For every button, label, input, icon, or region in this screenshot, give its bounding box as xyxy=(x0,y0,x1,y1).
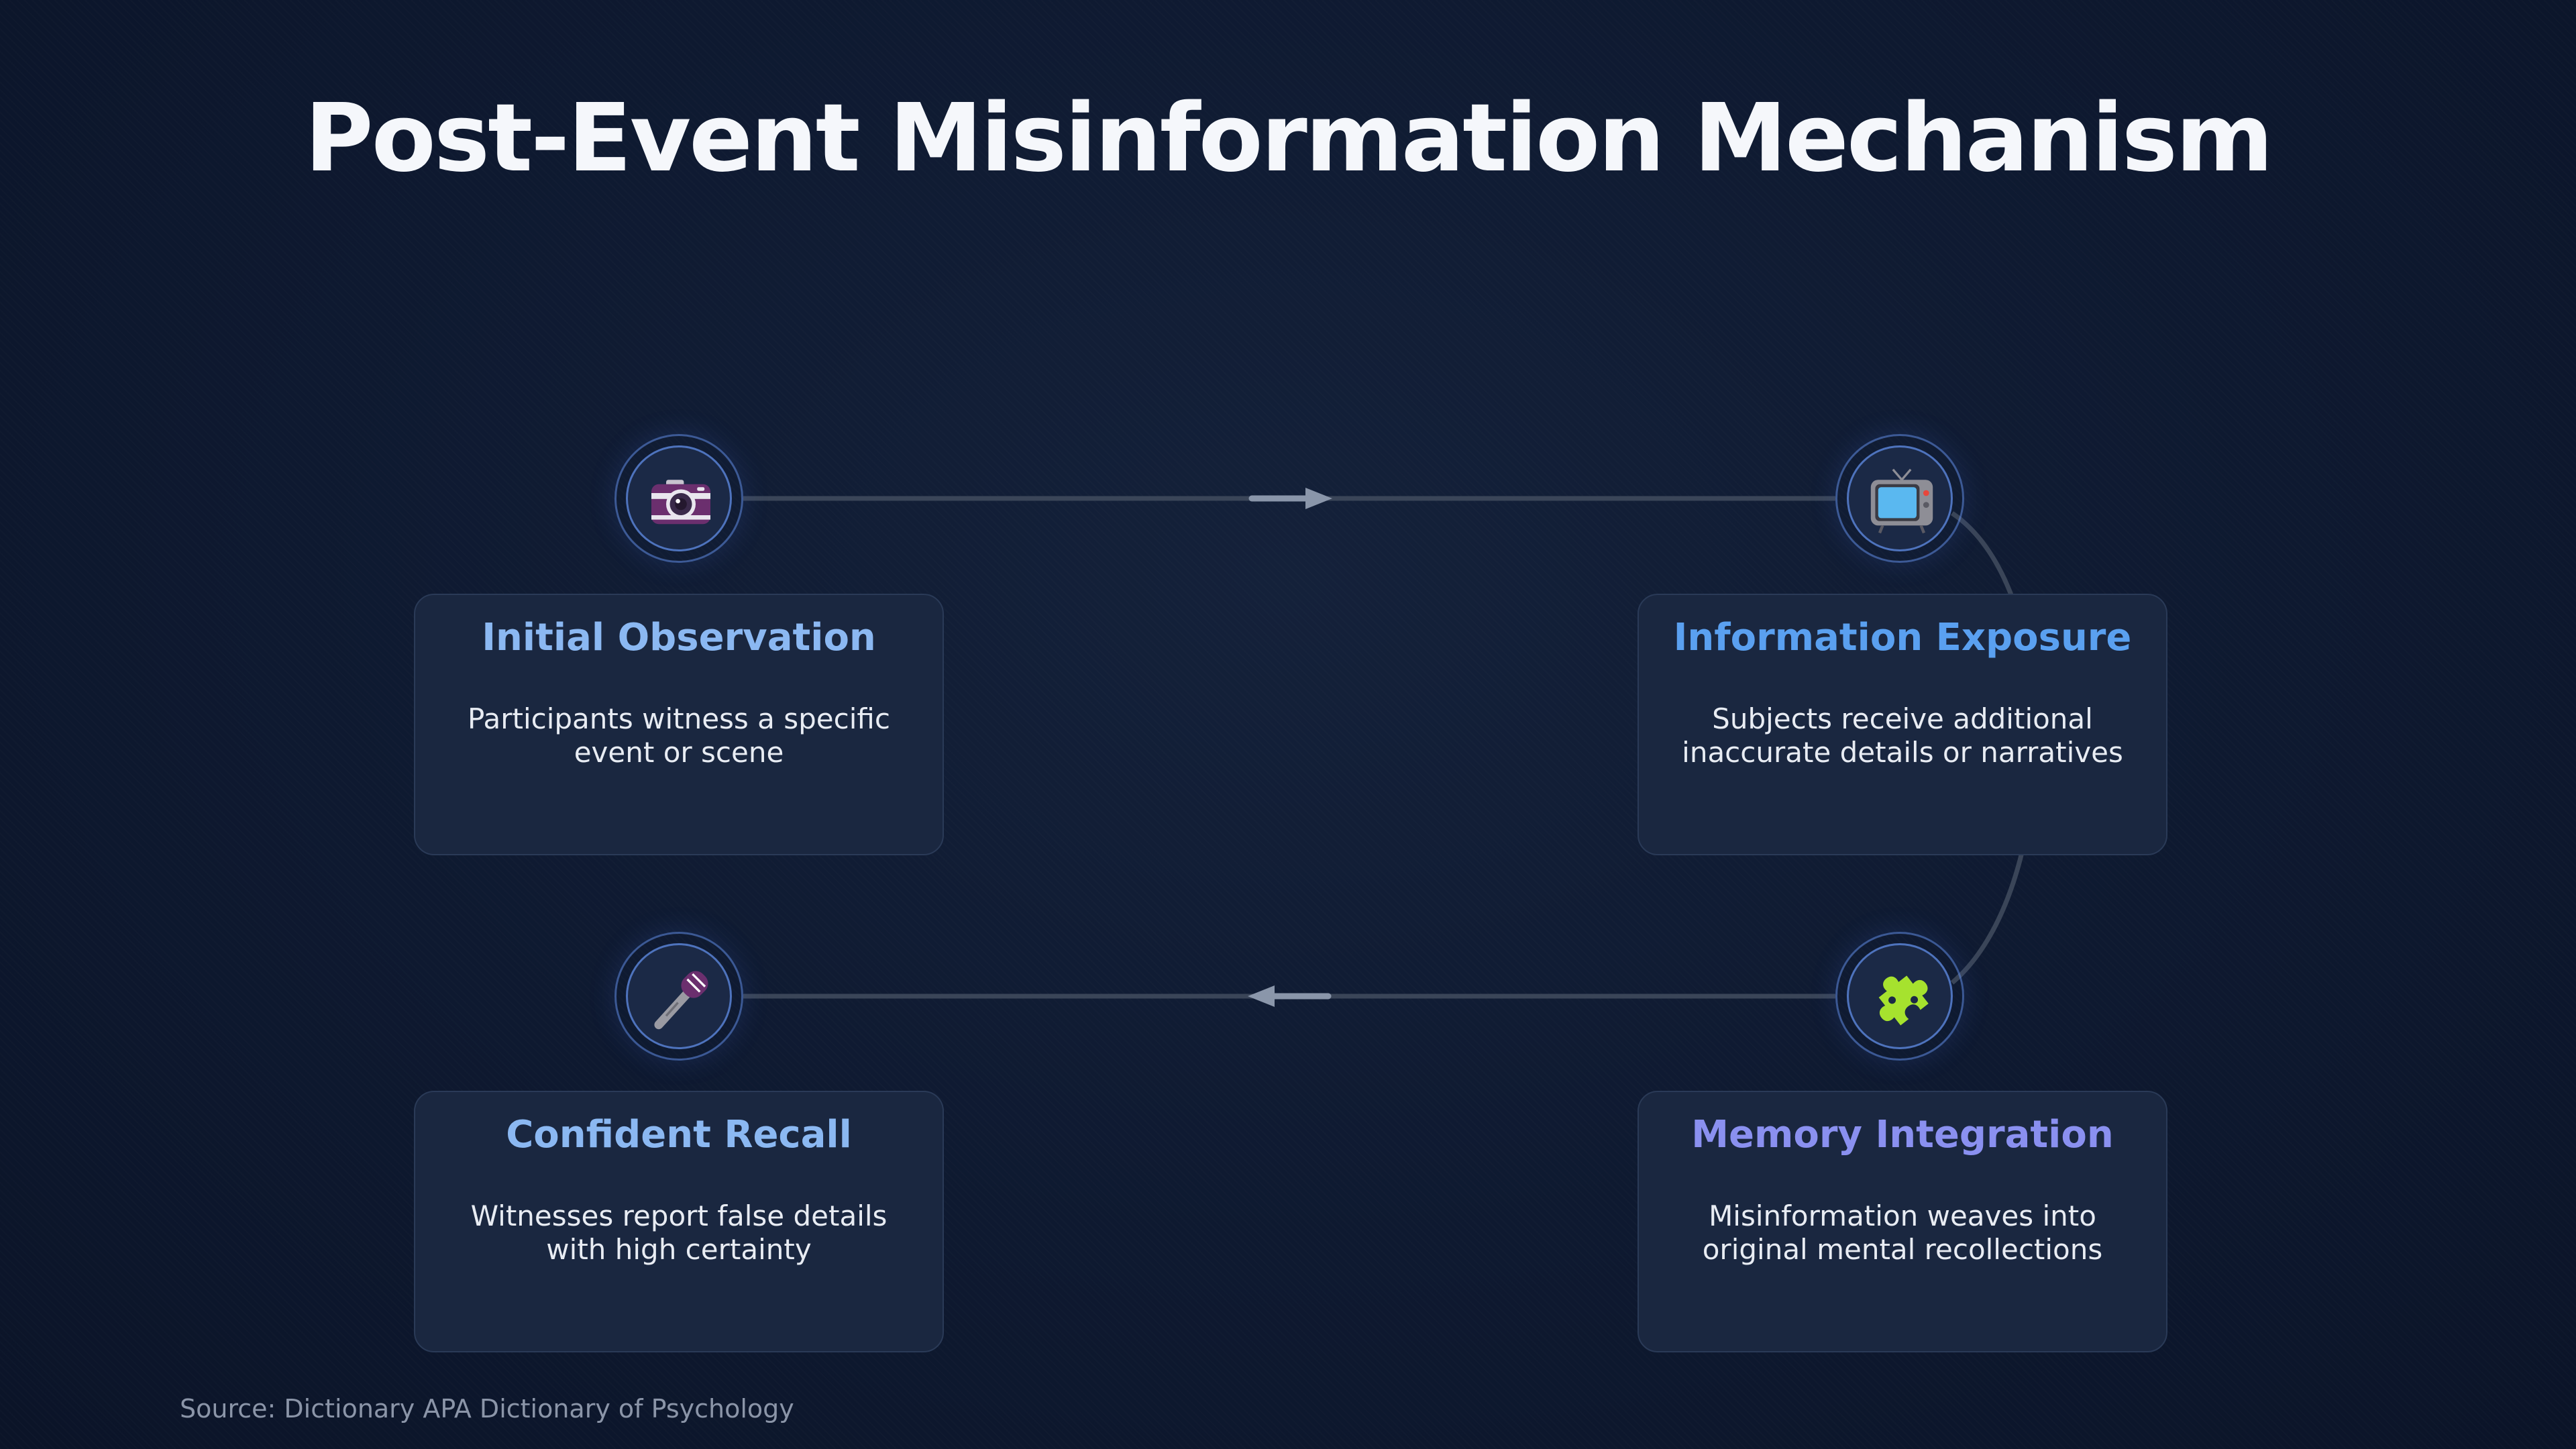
step-description: Misinformation weaves into original ment… xyxy=(1702,1199,2103,1266)
step-description: Witnesses report false details with high… xyxy=(470,1199,888,1266)
source-note: Source: Dictionary APA Dictionary of Psy… xyxy=(180,1394,794,1424)
step-card-confident-recall: Confident Recall Witnesses report false … xyxy=(414,1091,944,1352)
television-icon xyxy=(1870,468,1933,534)
step-title: Initial Observation xyxy=(482,616,876,659)
step-icon-confident-recall xyxy=(614,932,743,1061)
step-icon-initial-observation xyxy=(614,434,743,563)
step-card-information-exposure: Information Exposure Subjects receive ad… xyxy=(1638,594,2167,855)
puzzle-piece-icon xyxy=(1878,975,1929,1026)
step-title: Confident Recall xyxy=(506,1113,852,1157)
page-title: Post-Event Misinformation Mechanism xyxy=(305,84,2273,193)
step-card-initial-observation: Initial Observation Participants witness… xyxy=(414,594,944,855)
microphone-icon xyxy=(654,971,708,1030)
arrow-left-icon xyxy=(1248,985,1332,1007)
step-card-memory-integration: Memory Integration Misinformation weaves… xyxy=(1638,1091,2167,1352)
camera-icon xyxy=(651,480,710,525)
step-description: Participants witness a specific event or… xyxy=(468,702,890,769)
step-title: Memory Integration xyxy=(1691,1113,2114,1157)
step-icon-information-exposure xyxy=(1835,434,1964,563)
step-title: Information Exposure xyxy=(1673,616,2132,659)
step-icon-memory-integration xyxy=(1835,932,1964,1061)
arrow-right-icon xyxy=(1248,488,1332,509)
step-description: Subjects receive additional inaccurate d… xyxy=(1682,702,2123,769)
